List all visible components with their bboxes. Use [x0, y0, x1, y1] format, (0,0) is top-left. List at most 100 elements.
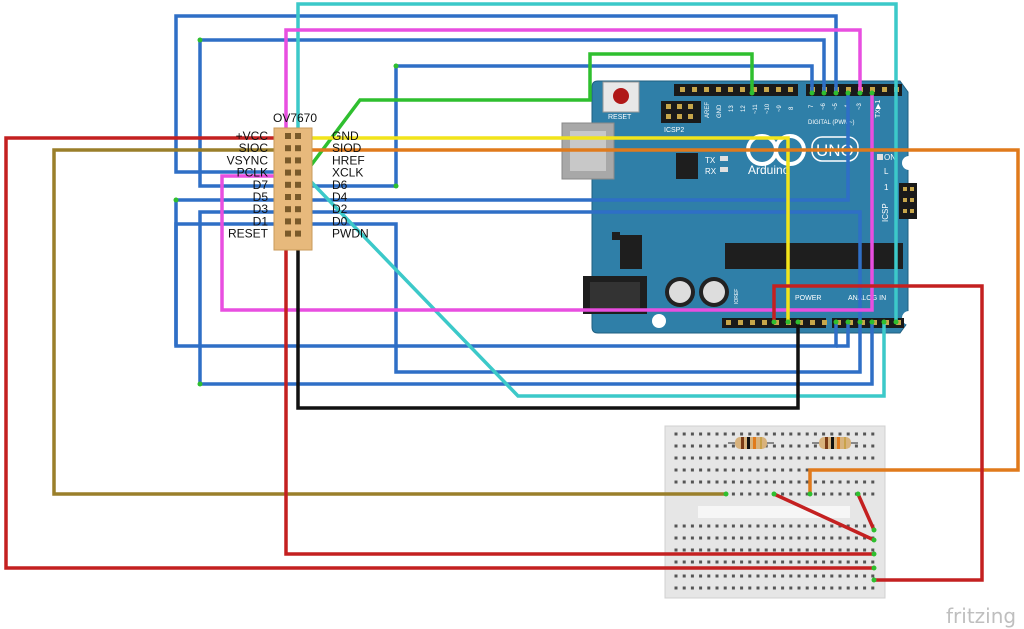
breadboard-hole — [863, 444, 867, 448]
camera-pin-label: D0 — [332, 214, 348, 228]
breadboard-hole — [781, 536, 785, 540]
breadboard-hole — [723, 586, 727, 590]
breadboard-hole — [740, 492, 744, 496]
camera-pin — [295, 230, 301, 237]
breadboard-hole — [764, 586, 768, 590]
one-label: 1 — [884, 183, 889, 192]
svg-text:8: 8 — [789, 106, 795, 110]
svg-text:~5: ~5 — [833, 102, 839, 110]
header-pin — [884, 320, 889, 325]
header-pin — [776, 87, 781, 92]
breadboard-hole — [740, 560, 744, 564]
wire-magenta — [284, 28, 862, 160]
breadboard-hole — [723, 480, 727, 484]
breadboard-hole — [797, 492, 801, 496]
breadboard-hole — [781, 456, 785, 460]
tx-label: TX — [705, 156, 716, 165]
breadboard-hole — [690, 456, 694, 460]
breadboard-hole — [846, 456, 850, 460]
wire-endpoint — [871, 565, 877, 571]
camera-pin-label: XCLK — [332, 166, 363, 180]
breadboard-hole — [863, 548, 867, 552]
wire-olive — [52, 148, 726, 496]
breadboard-hole — [797, 524, 801, 528]
breadboard-hole — [838, 480, 842, 484]
wire-endpoint — [197, 381, 203, 387]
breadboard-hole — [781, 560, 785, 564]
breadboard-hole — [682, 468, 686, 472]
breadboard-hole — [813, 480, 817, 484]
breadboard-hole — [715, 432, 719, 436]
power-label: POWER — [795, 295, 821, 302]
atmega-chip — [725, 243, 903, 269]
breadboard-hole — [764, 480, 768, 484]
analog-label: ANALOG IN — [848, 295, 886, 302]
camera-pin — [295, 194, 301, 200]
breadboard-hole — [822, 456, 826, 460]
breadboard-hole — [830, 492, 834, 496]
breadboard-hole — [756, 560, 760, 564]
header-pin — [762, 320, 767, 325]
wire-endpoint — [795, 319, 801, 325]
breadboard-hole — [781, 468, 785, 472]
camera-pin — [285, 218, 291, 225]
breadboard-hole — [682, 586, 686, 590]
breadboard-hole — [699, 444, 703, 448]
breadboard-hole — [740, 480, 744, 484]
breadboard-hole — [797, 548, 801, 552]
breadboard-hole — [822, 560, 826, 564]
breadboard-hole — [863, 432, 867, 436]
reset-label: RESET — [608, 114, 632, 121]
breadboard-hole — [772, 480, 776, 484]
breadboard-hole — [863, 456, 867, 460]
breadboard-hole — [748, 468, 752, 472]
breadboard-hole — [764, 536, 768, 540]
breadboard-hole — [707, 444, 711, 448]
breadboard-hole — [789, 456, 793, 460]
breadboard-hole — [830, 536, 834, 540]
breadboard-hole — [797, 560, 801, 564]
breadboard-hole — [838, 492, 842, 496]
breadboard-hole — [764, 524, 768, 528]
mount-hole — [902, 311, 916, 325]
camera-pin-label: D1 — [253, 214, 269, 228]
breadboard-hole — [846, 524, 850, 528]
breadboard-hole — [846, 480, 850, 484]
camera-pin-label: SIOD — [332, 141, 362, 155]
wire-endpoint — [833, 90, 839, 96]
svg-text:~9: ~9 — [777, 104, 783, 112]
breadboard-hole — [871, 586, 875, 590]
breadboard-hole — [813, 560, 817, 564]
header-pin — [716, 87, 721, 92]
wire-endpoint — [871, 577, 877, 583]
header-pin — [860, 320, 865, 325]
wire-endpoint — [881, 319, 887, 325]
breadboard-hole — [715, 574, 719, 578]
breadboard-hole — [674, 524, 678, 528]
breadboard-hole — [781, 586, 785, 590]
wire-orange — [306, 148, 1020, 494]
wire-endpoint — [197, 37, 203, 43]
breadboard-hole — [748, 492, 752, 496]
breadboard-hole — [723, 574, 727, 578]
wire-yellow — [306, 136, 790, 322]
breadboard-hole — [854, 432, 858, 436]
breadboard-hole — [772, 444, 776, 448]
breadboard-hole — [740, 548, 744, 552]
breadboard-hole — [699, 456, 703, 460]
breadboard-hole — [822, 432, 826, 436]
breadboard-hole — [830, 480, 834, 484]
breadboard-hole — [772, 432, 776, 436]
breadboard-hole — [690, 444, 694, 448]
header-pin — [848, 320, 853, 325]
breadboard-hole — [797, 574, 801, 578]
breadboard-hole — [707, 536, 711, 540]
breadboard-hole — [854, 536, 858, 540]
breadboard-hole — [813, 444, 817, 448]
breadboard-hole — [813, 574, 817, 578]
camera-pin-label: SIOC — [239, 141, 269, 155]
wire-cyan-2 — [288, 158, 886, 398]
arduino-brand-label: Arduino — [748, 163, 790, 177]
header-pin — [788, 87, 793, 92]
